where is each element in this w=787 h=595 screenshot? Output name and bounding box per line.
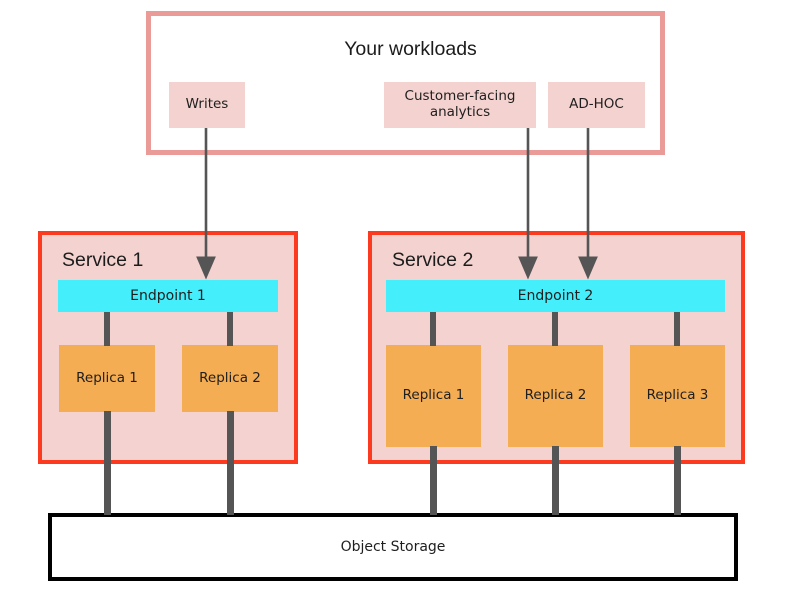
service-2-replica-1[interactable]: Replica 1 — [386, 345, 481, 447]
object-storage-box[interactable]: Object Storage — [48, 513, 738, 581]
connector-s2-replica2-storage — [552, 446, 559, 515]
service-2-title: Service 2 — [392, 249, 474, 271]
connector-s1-replica2-storage — [227, 411, 234, 515]
service-1-replica-2[interactable]: Replica 2 — [182, 345, 278, 412]
service-1-replica-1[interactable]: Replica 1 — [59, 345, 155, 412]
connector-s2-replica3-storage — [674, 446, 681, 515]
connector-endpoint1-replica1 — [104, 312, 110, 346]
connector-endpoint2-replica3 — [674, 312, 680, 346]
service-2-replica-3[interactable]: Replica 3 — [630, 345, 725, 447]
service-2-replica-2[interactable]: Replica 2 — [508, 345, 603, 447]
connector-s1-replica1-storage — [104, 411, 111, 515]
endpoint-1[interactable]: Endpoint 1 — [58, 280, 278, 312]
endpoint-2[interactable]: Endpoint 2 — [386, 280, 725, 312]
workloads-title: Your workloads — [344, 38, 477, 60]
workload-chip-customer-facing-analytics[interactable]: Customer-facing analytics — [384, 82, 536, 128]
service-1-title: Service 1 — [62, 249, 144, 271]
workload-chip-writes[interactable]: Writes — [169, 82, 245, 128]
workload-chip-ad-hoc[interactable]: AD-HOC — [548, 82, 645, 128]
connector-endpoint2-replica1 — [430, 312, 436, 346]
connector-endpoint2-replica2 — [552, 312, 558, 346]
connector-endpoint1-replica2 — [227, 312, 233, 346]
connector-s2-replica1-storage — [430, 446, 437, 515]
